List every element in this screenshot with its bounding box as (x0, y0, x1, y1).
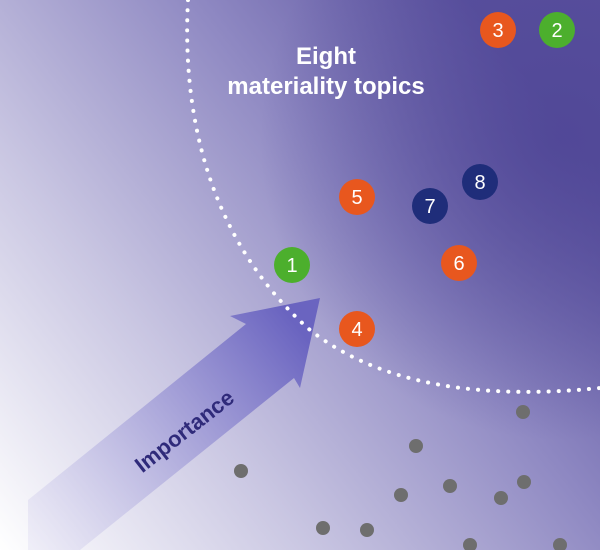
other-topic-dot (516, 405, 530, 419)
topic-1-circle (274, 247, 310, 283)
topic-1: 1 (274, 247, 310, 283)
other-topic-dot (463, 538, 477, 550)
other-topic-dot (394, 488, 408, 502)
other-topic-dot (234, 464, 248, 478)
topic-3: 3 (480, 12, 516, 48)
topic-8-label: 8 (474, 172, 485, 194)
other-topics (234, 405, 567, 550)
topic-6: 6 (441, 245, 477, 281)
topic-1-label: 1 (286, 255, 297, 277)
topic-5: 5 (339, 179, 375, 215)
other-topic-dot (494, 491, 508, 505)
importance-arrow (28, 298, 320, 550)
topic-4-circle (339, 311, 375, 347)
topic-4-label: 4 (351, 319, 362, 341)
other-topic-dot (553, 538, 567, 550)
topic-2-circle (539, 12, 575, 48)
topic-6-label: 6 (453, 253, 464, 275)
topic-3-label: 3 (492, 20, 503, 42)
topic-2: 2 (539, 12, 575, 48)
topic-7: 7 (412, 188, 448, 224)
topic-6-circle (441, 245, 477, 281)
other-topic-dot (360, 523, 374, 537)
title-line-2: materiality topics (227, 73, 424, 100)
topic-5-circle (339, 179, 375, 215)
topic-2-label: 2 (551, 20, 562, 42)
materiality-boundary (185, 0, 600, 394)
topic-7-label: 7 (424, 196, 435, 218)
topic-8-circle (462, 164, 498, 200)
other-topic-dot (316, 521, 330, 535)
title-line-1: Eight (296, 43, 356, 70)
topic-8: 8 (462, 164, 498, 200)
topic-3-circle (480, 12, 516, 48)
other-topic-dot (409, 439, 423, 453)
topic-5-label: 5 (351, 187, 362, 209)
topic-7-circle (412, 188, 448, 224)
other-topic-dot (517, 475, 531, 489)
topic-4: 4 (339, 311, 375, 347)
other-topic-dot (443, 479, 457, 493)
